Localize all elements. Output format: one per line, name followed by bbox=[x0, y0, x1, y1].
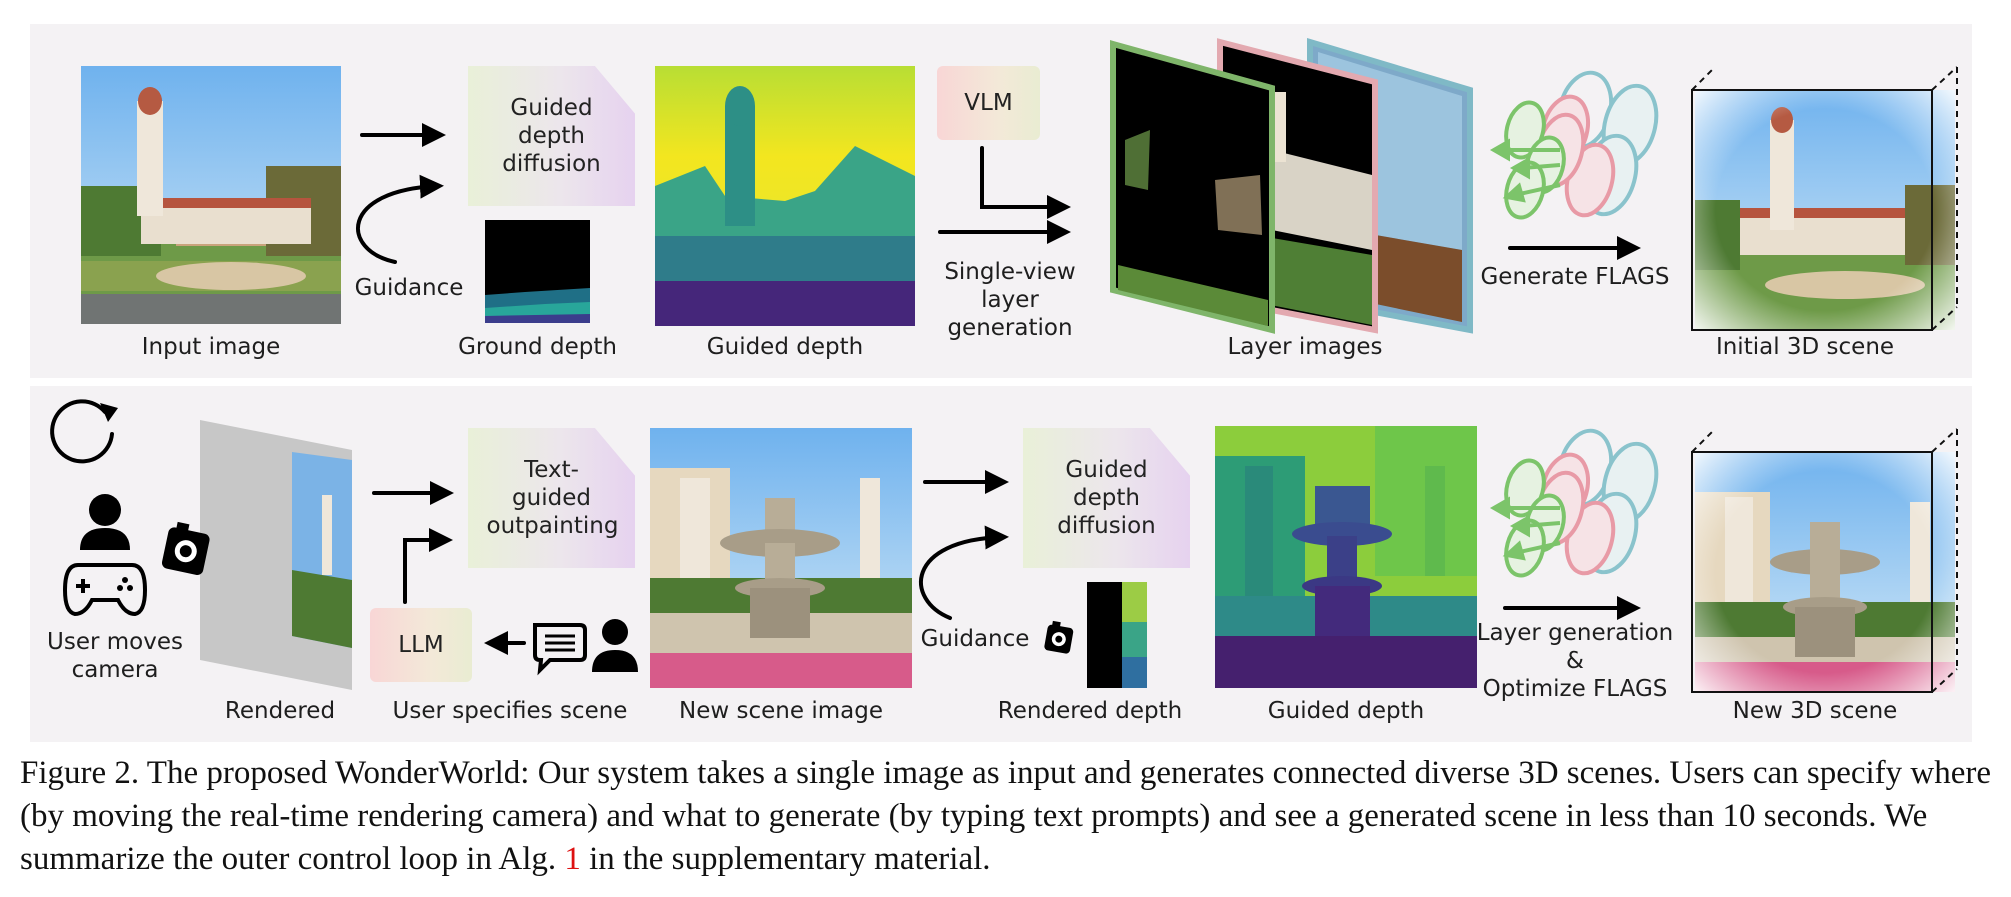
llm-label: LLM bbox=[398, 632, 444, 658]
guidance-label-bottom: Guidance bbox=[920, 626, 1030, 652]
initial-3d-scene-image bbox=[1695, 90, 1955, 330]
optimize-flags-label: Optimize FLAGS bbox=[1482, 676, 1668, 702]
bottom-pipeline-panel bbox=[30, 386, 1972, 742]
guided-depth-label-top: Guided depth bbox=[706, 334, 864, 360]
figure-caption: Figure 2. The proposed WonderWorld: Our … bbox=[20, 752, 2005, 881]
guided-depth-diffusion-box-2: Guided depth diffusion bbox=[1023, 428, 1190, 568]
ampersand-label: & bbox=[1566, 648, 1584, 674]
input-image-label: Input image bbox=[141, 334, 281, 360]
generate-flags-label: Generate FLAGS bbox=[1480, 264, 1670, 290]
new-scene-image bbox=[650, 428, 912, 688]
guided-depth-diffusion-label: Guided depth diffusion bbox=[502, 95, 601, 177]
guided-depth-diffusion-box: Guided depth diffusion bbox=[468, 66, 635, 206]
initial-3d-scene-label: Initial 3D scene bbox=[1715, 334, 1895, 360]
guided-depth-label-bottom: Guided depth bbox=[1267, 698, 1425, 724]
new-scene-image-label: New scene image bbox=[679, 698, 883, 724]
guidance-label-top: Guidance bbox=[354, 275, 464, 301]
user-moves-camera-label: User moves camera bbox=[47, 629, 183, 683]
ground-depth-label: Ground depth bbox=[458, 334, 617, 360]
caption-algorithm-ref[interactable]: 1 bbox=[564, 841, 581, 877]
user-specifies-scene-label: User specifies scene bbox=[392, 698, 628, 724]
ground-depth-map bbox=[485, 220, 590, 323]
single-view-layer-generation-label: Single-view layer generation bbox=[944, 259, 1076, 341]
rendered-depth-map bbox=[1087, 582, 1147, 688]
guided-depth-map-bottom bbox=[1215, 426, 1477, 688]
llm-box: LLM bbox=[370, 608, 472, 682]
vlm-box: VLM bbox=[937, 66, 1040, 140]
guided-depth-diffusion-label-2: Guided depth diffusion bbox=[1057, 457, 1156, 539]
text-guided-outpainting-label: Text-guided outpainting bbox=[486, 457, 619, 539]
caption-text: Figure 2. The proposed WonderWorld: Our … bbox=[20, 755, 1992, 877]
new-3d-scene-image bbox=[1695, 452, 1955, 692]
layer-generation-label: Layer generation bbox=[1476, 620, 1674, 646]
caption-text-end: in the supplementary material. bbox=[589, 841, 991, 877]
input-image bbox=[81, 66, 341, 324]
guided-depth-map-top bbox=[655, 66, 915, 326]
layer-images-label: Layer images bbox=[1227, 334, 1383, 360]
rendered-label: Rendered bbox=[224, 698, 336, 724]
rendered-depth-label: Rendered depth bbox=[997, 698, 1183, 724]
text-guided-outpainting-box: Text-guided outpainting bbox=[468, 428, 635, 568]
new-3d-scene-label: New 3D scene bbox=[1732, 698, 1898, 724]
vlm-label: VLM bbox=[964, 90, 1013, 116]
